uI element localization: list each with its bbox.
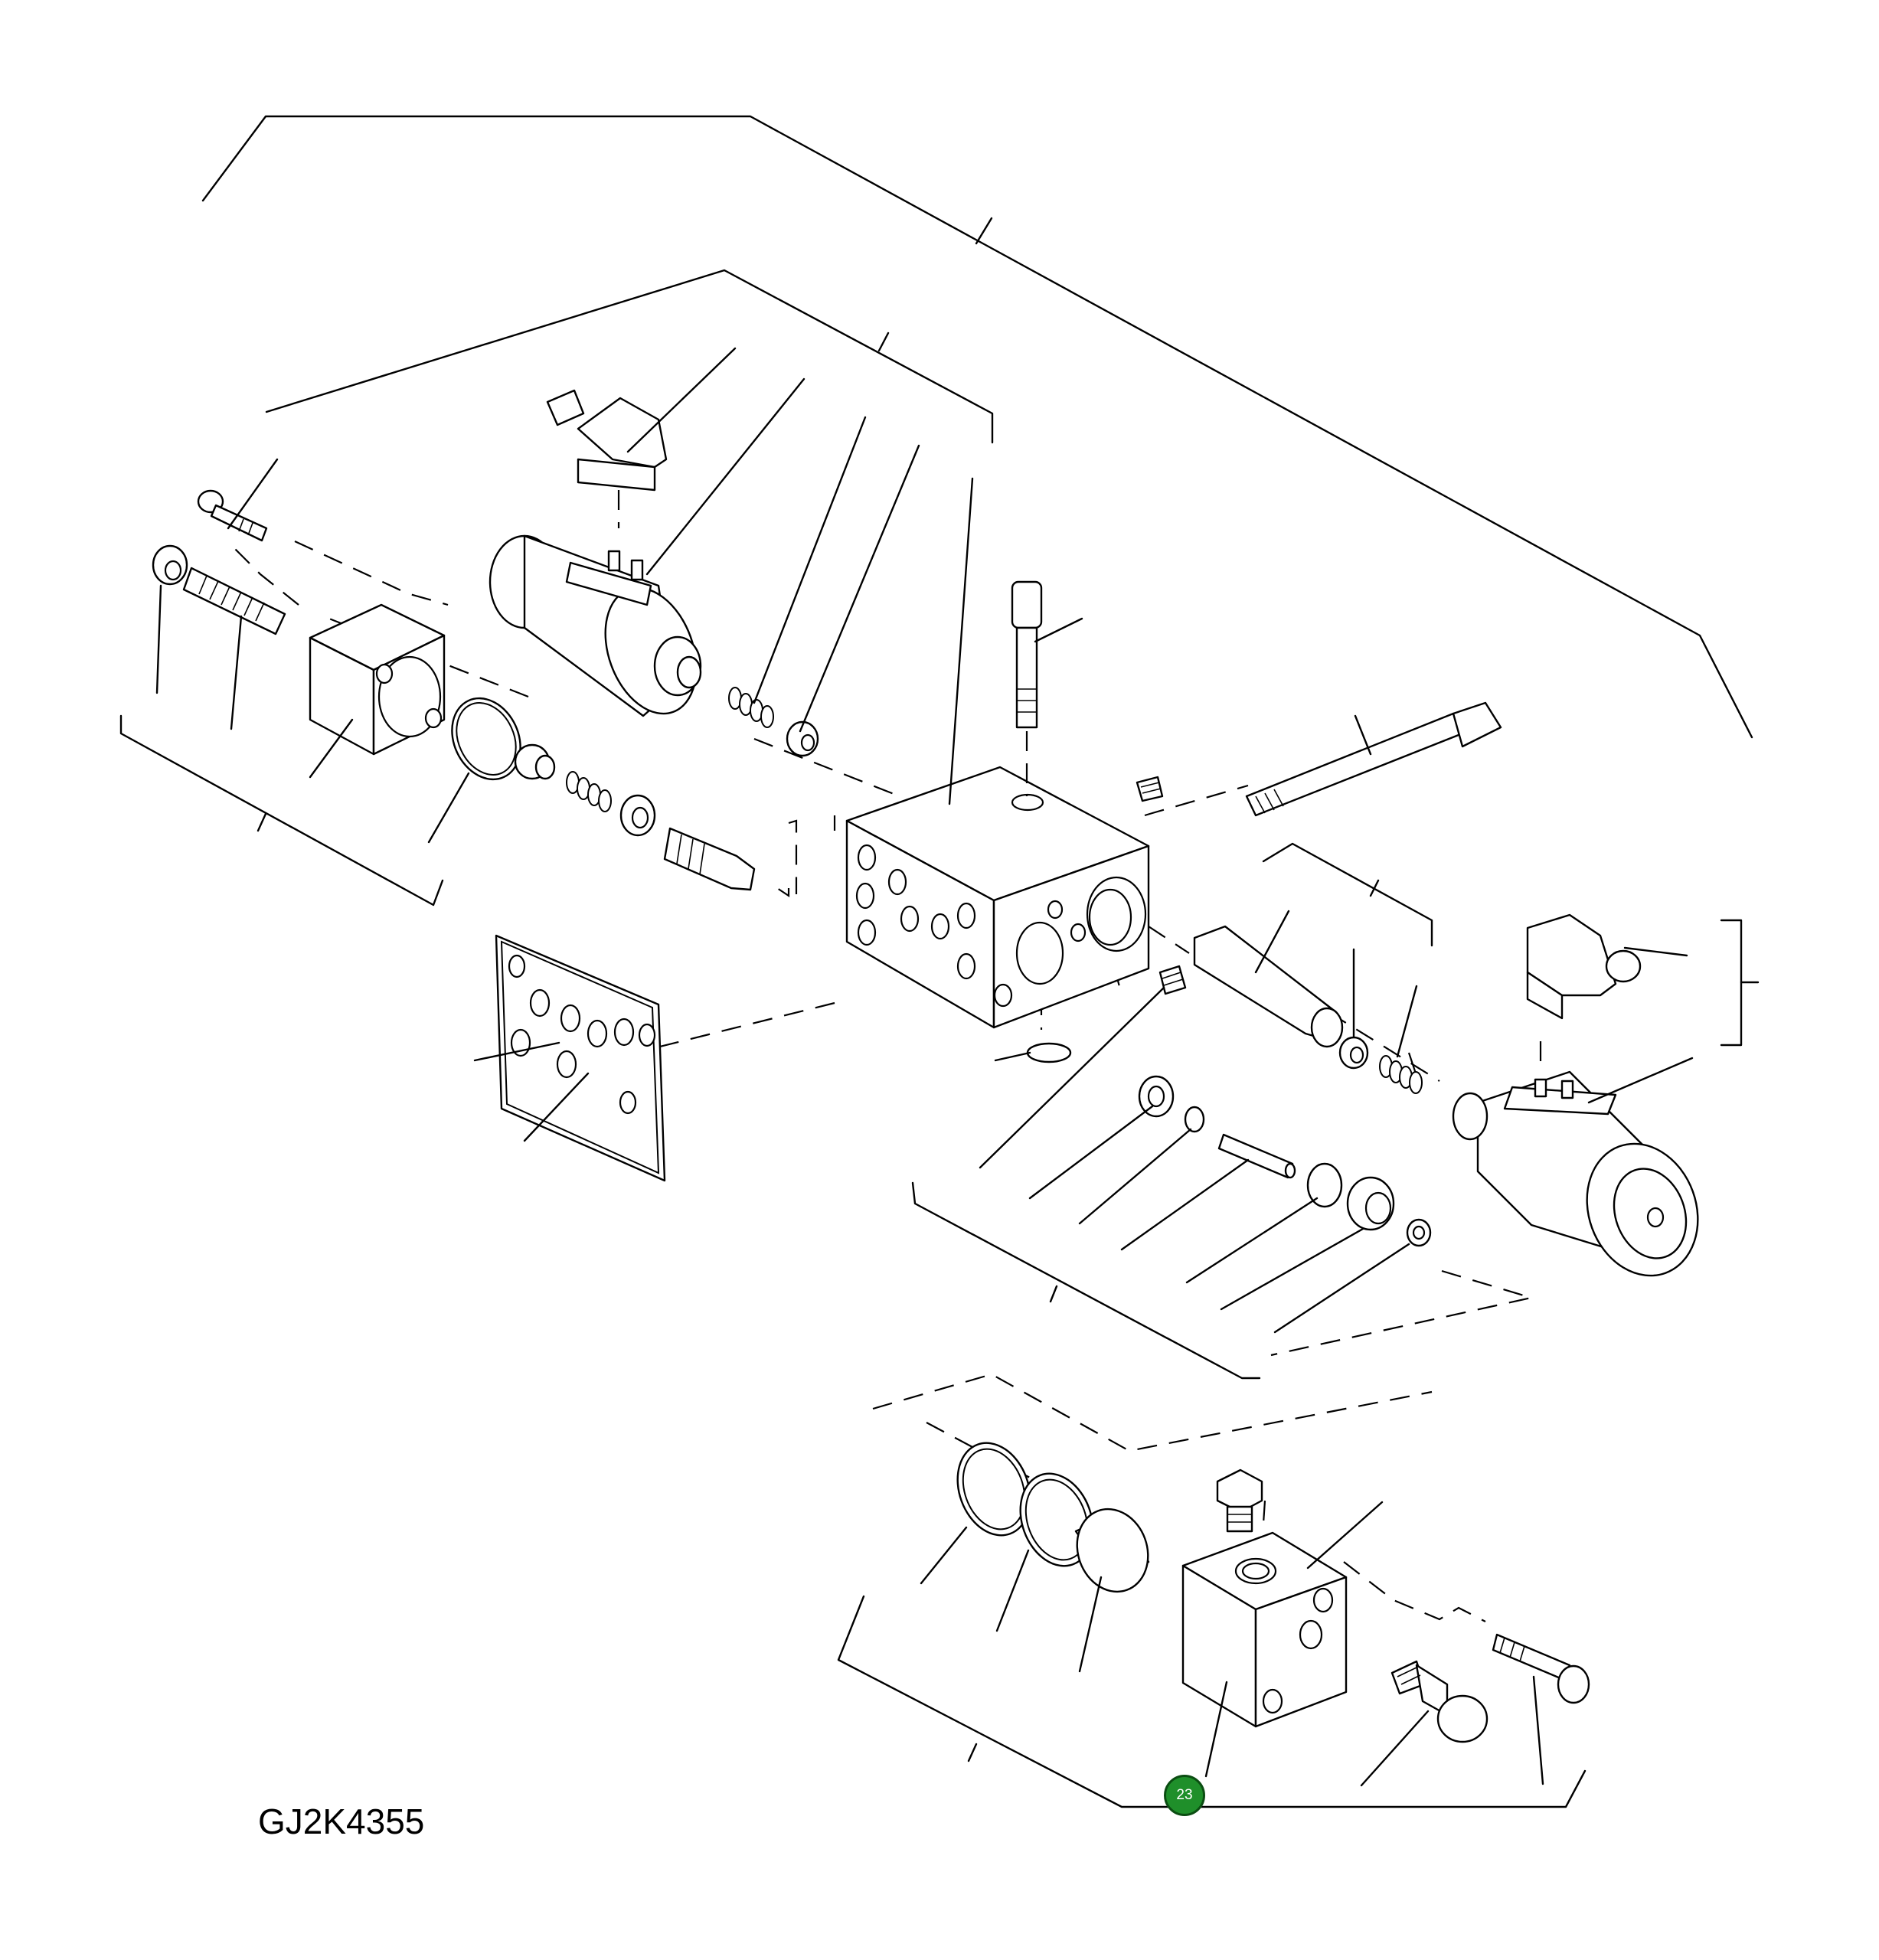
- solenoid-coil-left: [489, 534, 702, 717]
- connector-plug-right: [1526, 913, 1642, 1020]
- cap-screw-bottom: [1492, 1633, 1590, 1704]
- part-callout-23[interactable]: 23: [1164, 1775, 1205, 1816]
- gasket-plate: [495, 934, 666, 1182]
- spool-washer-left: [619, 794, 656, 837]
- o-ring-bottom-port: [1026, 1042, 1072, 1063]
- spool-right: [1193, 925, 1344, 1048]
- drawing-number-label: GJ2K4355: [258, 1802, 425, 1841]
- assembly-bracket-middle-lower: [911, 1181, 1261, 1380]
- spring-right: [1379, 1055, 1423, 1094]
- through-bolt-vertical: [1011, 580, 1043, 796]
- plug-screw-bottom: [1216, 1468, 1263, 1533]
- connector-plug-top: [546, 389, 668, 492]
- assembly-bracket-bottom: [837, 1595, 1587, 1808]
- assembly-bracket-spool: [1262, 842, 1433, 947]
- valve-seat-left: [514, 743, 556, 780]
- o-ring-small-lower: [1184, 1106, 1205, 1133]
- set-screw-bottom: [1158, 965, 1187, 995]
- cap-screw-short: [197, 489, 268, 542]
- check-valve-fitting: [1390, 1660, 1488, 1743]
- flange-bolt: [152, 544, 286, 635]
- plug-screw-upper: [786, 720, 819, 757]
- valve-seat-right: [1338, 1036, 1369, 1070]
- end-cover-plate: [309, 603, 446, 756]
- assembly-bracket-outer: [201, 115, 1753, 739]
- valve-block-bottom: [1181, 1531, 1348, 1728]
- pin-lower: [1217, 1133, 1296, 1179]
- through-bolt-horizontal: [1245, 701, 1502, 817]
- plug-cap-bottom: [1074, 1508, 1150, 1593]
- spool-left: [663, 827, 756, 891]
- assembly-bracket-left: [119, 714, 444, 906]
- spring-left: [566, 771, 612, 812]
- o-ring-bottom-2: [1019, 1472, 1094, 1567]
- washer-small-lower: [1406, 1218, 1432, 1247]
- assembly-bracket-upper: [265, 269, 994, 444]
- assembly-bracket-right: [1720, 919, 1760, 1047]
- leader-lines: [155, 347, 1694, 1787]
- solenoid-coil-right: [1452, 1070, 1699, 1277]
- set-screw-top: [1136, 776, 1164, 802]
- o-ring-lower: [1306, 1162, 1343, 1208]
- spring-upper: [728, 687, 774, 728]
- valve-body-block: [845, 766, 1150, 1029]
- o-ring-left: [451, 697, 521, 781]
- washer-lower: [1138, 1075, 1175, 1118]
- o-ring-bottom-1: [956, 1442, 1031, 1537]
- seat-lower: [1346, 1176, 1395, 1231]
